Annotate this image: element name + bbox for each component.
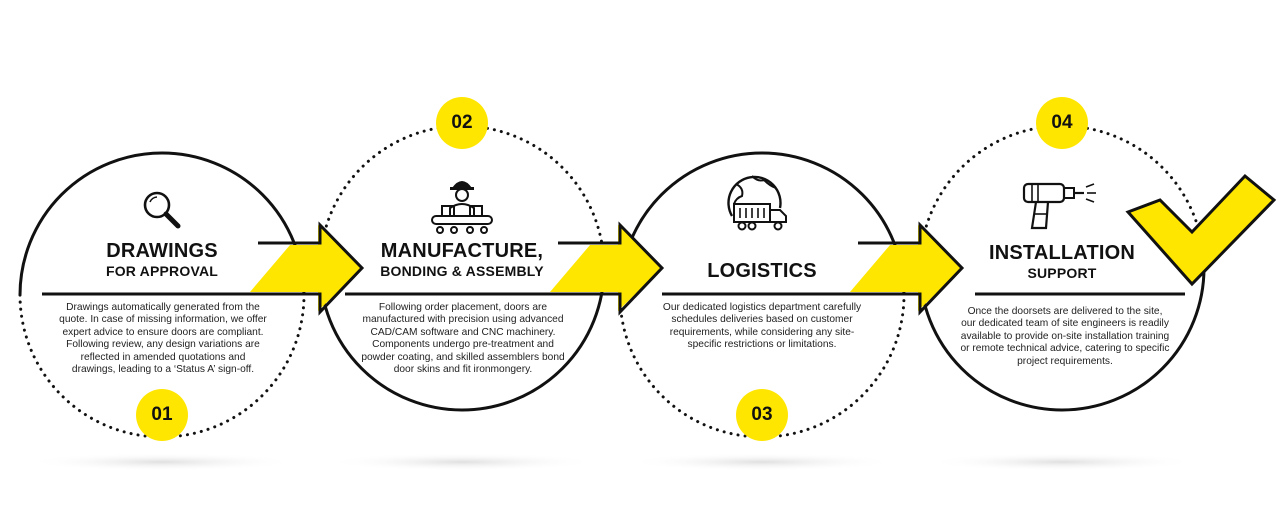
arrow-fill-1 bbox=[250, 225, 362, 311]
stage-3-number-badge: 03 bbox=[736, 389, 788, 441]
floor-shadow-3 bbox=[627, 453, 897, 471]
ring-4-solid bbox=[918, 267, 1206, 412]
floor-shadow-4 bbox=[927, 453, 1197, 471]
arrow-fill-2 bbox=[550, 225, 662, 311]
arrow-fill-3 bbox=[850, 225, 962, 311]
stage-4-subheading: SUPPORT bbox=[1027, 265, 1097, 281]
drill-icon bbox=[1022, 182, 1096, 230]
globe-truck-icon bbox=[727, 175, 787, 231]
stage-3-heading: LOGISTICS bbox=[707, 260, 817, 282]
stage-3-description: Our dedicated logistics department caref… bbox=[662, 302, 862, 351]
arrow-outline-2 bbox=[345, 221, 665, 316]
arrow-outline-1 bbox=[42, 221, 365, 316]
stage-4-number-badge: 04 bbox=[1036, 97, 1088, 149]
factory-worker-icon bbox=[431, 181, 493, 234]
stage-3-title: LOGISTICS bbox=[652, 260, 872, 282]
stage-1-subheading: FOR APPROVAL bbox=[105, 263, 219, 279]
ring-1-solid bbox=[18, 151, 306, 296]
stage-4-description: Once the doorsets are delivered to the s… bbox=[960, 306, 1170, 367]
stage-4-heading: INSTALLATION bbox=[988, 242, 1136, 264]
stage-2-title: MANUFACTURE, BONDING & ASSEMBLY bbox=[352, 240, 572, 280]
check-mark bbox=[1125, 173, 1277, 287]
floor-shadow-2 bbox=[327, 453, 597, 471]
stage-4-title: INSTALLATION SUPPORT bbox=[952, 242, 1172, 282]
arrow-outline-3 bbox=[662, 221, 965, 316]
floor-shadow-1 bbox=[27, 453, 297, 471]
stage-2-subheading: BONDING & ASSEMBLY bbox=[380, 263, 544, 279]
stage-1-number-badge: 01 bbox=[136, 389, 188, 441]
magnifier-icon bbox=[143, 191, 181, 229]
ring-3-solid bbox=[618, 151, 906, 296]
stage-2-description: Following order placement, doors are man… bbox=[361, 302, 565, 376]
stage-1-title: DRAWINGS FOR APPROVAL bbox=[52, 240, 272, 280]
stage-1-heading: DRAWINGS bbox=[106, 240, 218, 262]
stage-2-heading: MANUFACTURE, bbox=[380, 240, 544, 262]
ring-2-solid bbox=[318, 267, 606, 412]
stage-2-number-badge: 02 bbox=[436, 97, 488, 149]
stage-1-description: Drawings automatically generated from th… bbox=[59, 302, 267, 376]
